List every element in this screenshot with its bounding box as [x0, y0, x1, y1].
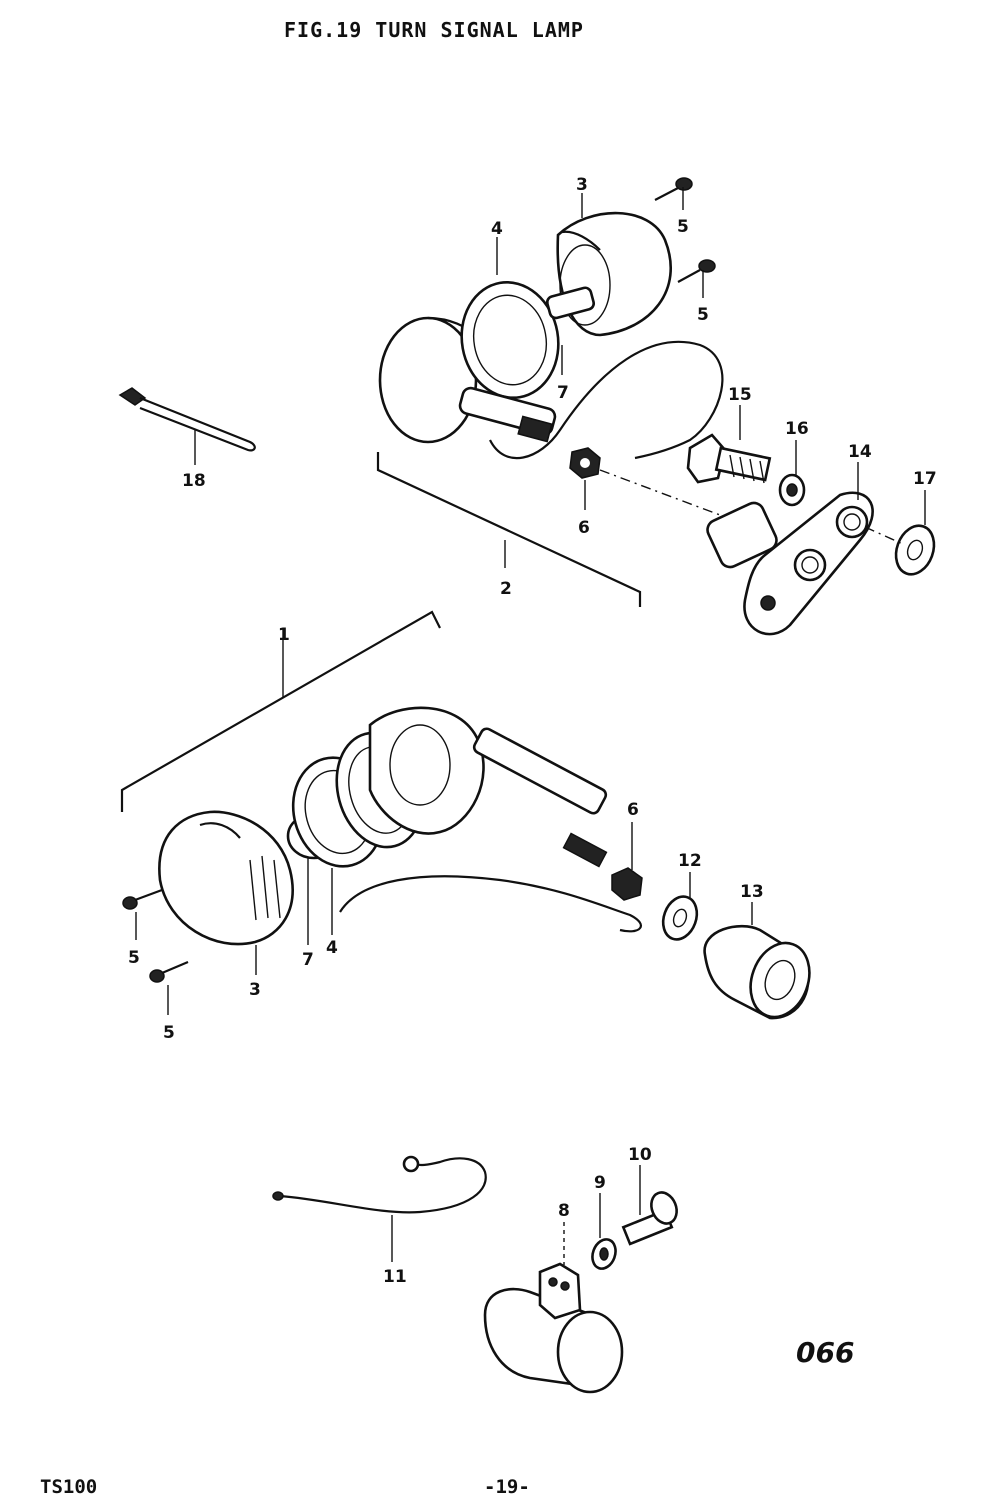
screw-upper-2 [677, 259, 716, 283]
callout-18: 18 [182, 471, 206, 491]
callout-7-upper: 7 [557, 383, 569, 403]
callout-4-lower: 4 [326, 938, 338, 958]
callout-4-upper: 4 [491, 219, 503, 239]
callout-12: 12 [678, 851, 702, 871]
callout-numbers: 1 2 3 3 4 4 5 5 5 5 6 6 7 7 8 9 10 11 12… [128, 175, 937, 1287]
nut-upper [569, 447, 601, 479]
callout-3-lower: 3 [249, 980, 261, 1000]
screw-upper-1 [654, 177, 693, 201]
wire-upper [489, 340, 724, 460]
centerline-upper [599, 469, 906, 546]
bolt-10 [621, 1191, 678, 1246]
mounting-plate-14 [706, 491, 874, 636]
callout-11: 11 [383, 1267, 407, 1287]
callout-5-upper-1: 5 [677, 217, 689, 237]
washer-16 [778, 473, 806, 507]
washer-12 [661, 895, 699, 941]
callout-3-upper: 3 [576, 175, 588, 195]
housing-lower [158, 810, 294, 946]
bolt-15 [686, 433, 772, 484]
callout-6-upper: 6 [578, 518, 590, 538]
callout-2: 2 [500, 579, 512, 599]
callout-5-lower-1: 5 [128, 948, 140, 968]
grommet-13 [703, 924, 811, 1020]
callout-17: 17 [913, 469, 937, 489]
assembly-bracket-1 [120, 610, 441, 812]
callout-1: 1 [278, 625, 290, 645]
callout-10: 10 [628, 1145, 652, 1165]
callout-13: 13 [740, 882, 764, 902]
callout-15: 15 [728, 385, 752, 405]
screw-lower-1 [122, 888, 163, 910]
callout-14: 14 [848, 442, 872, 462]
lamp-body-lower [368, 706, 608, 868]
callout-7-lower: 7 [302, 950, 314, 970]
diagram-code: 066 [796, 1336, 855, 1369]
page-number: -19- [484, 1476, 530, 1498]
assembly-bracket-2 [376, 452, 642, 607]
wire-harness-11 [272, 1155, 487, 1214]
callout-6-lower: 6 [627, 800, 639, 820]
nut-lower [611, 867, 643, 901]
wire-lower [339, 875, 642, 933]
gasket-upper [460, 280, 560, 400]
callout-8: 8 [558, 1201, 570, 1221]
stem-upper [458, 386, 557, 443]
callout-16: 16 [785, 419, 809, 439]
screw-lower-2 [149, 960, 189, 983]
bulb-upper [545, 286, 596, 320]
callout-5-upper-2: 5 [697, 305, 709, 325]
leader-lines [135, 187, 926, 1265]
callout-5-lower-2: 5 [163, 1023, 175, 1043]
washer-9 [591, 1238, 617, 1270]
part-18-clip [118, 387, 256, 452]
figure-title: FIG.19 TURN SIGNAL LAMP [284, 18, 584, 42]
flasher-relay-8 [483, 1262, 624, 1394]
housing-upper [556, 211, 672, 337]
callout-9: 9 [594, 1173, 606, 1193]
model-name: TS100 [40, 1476, 98, 1498]
washer-17 [894, 524, 936, 576]
